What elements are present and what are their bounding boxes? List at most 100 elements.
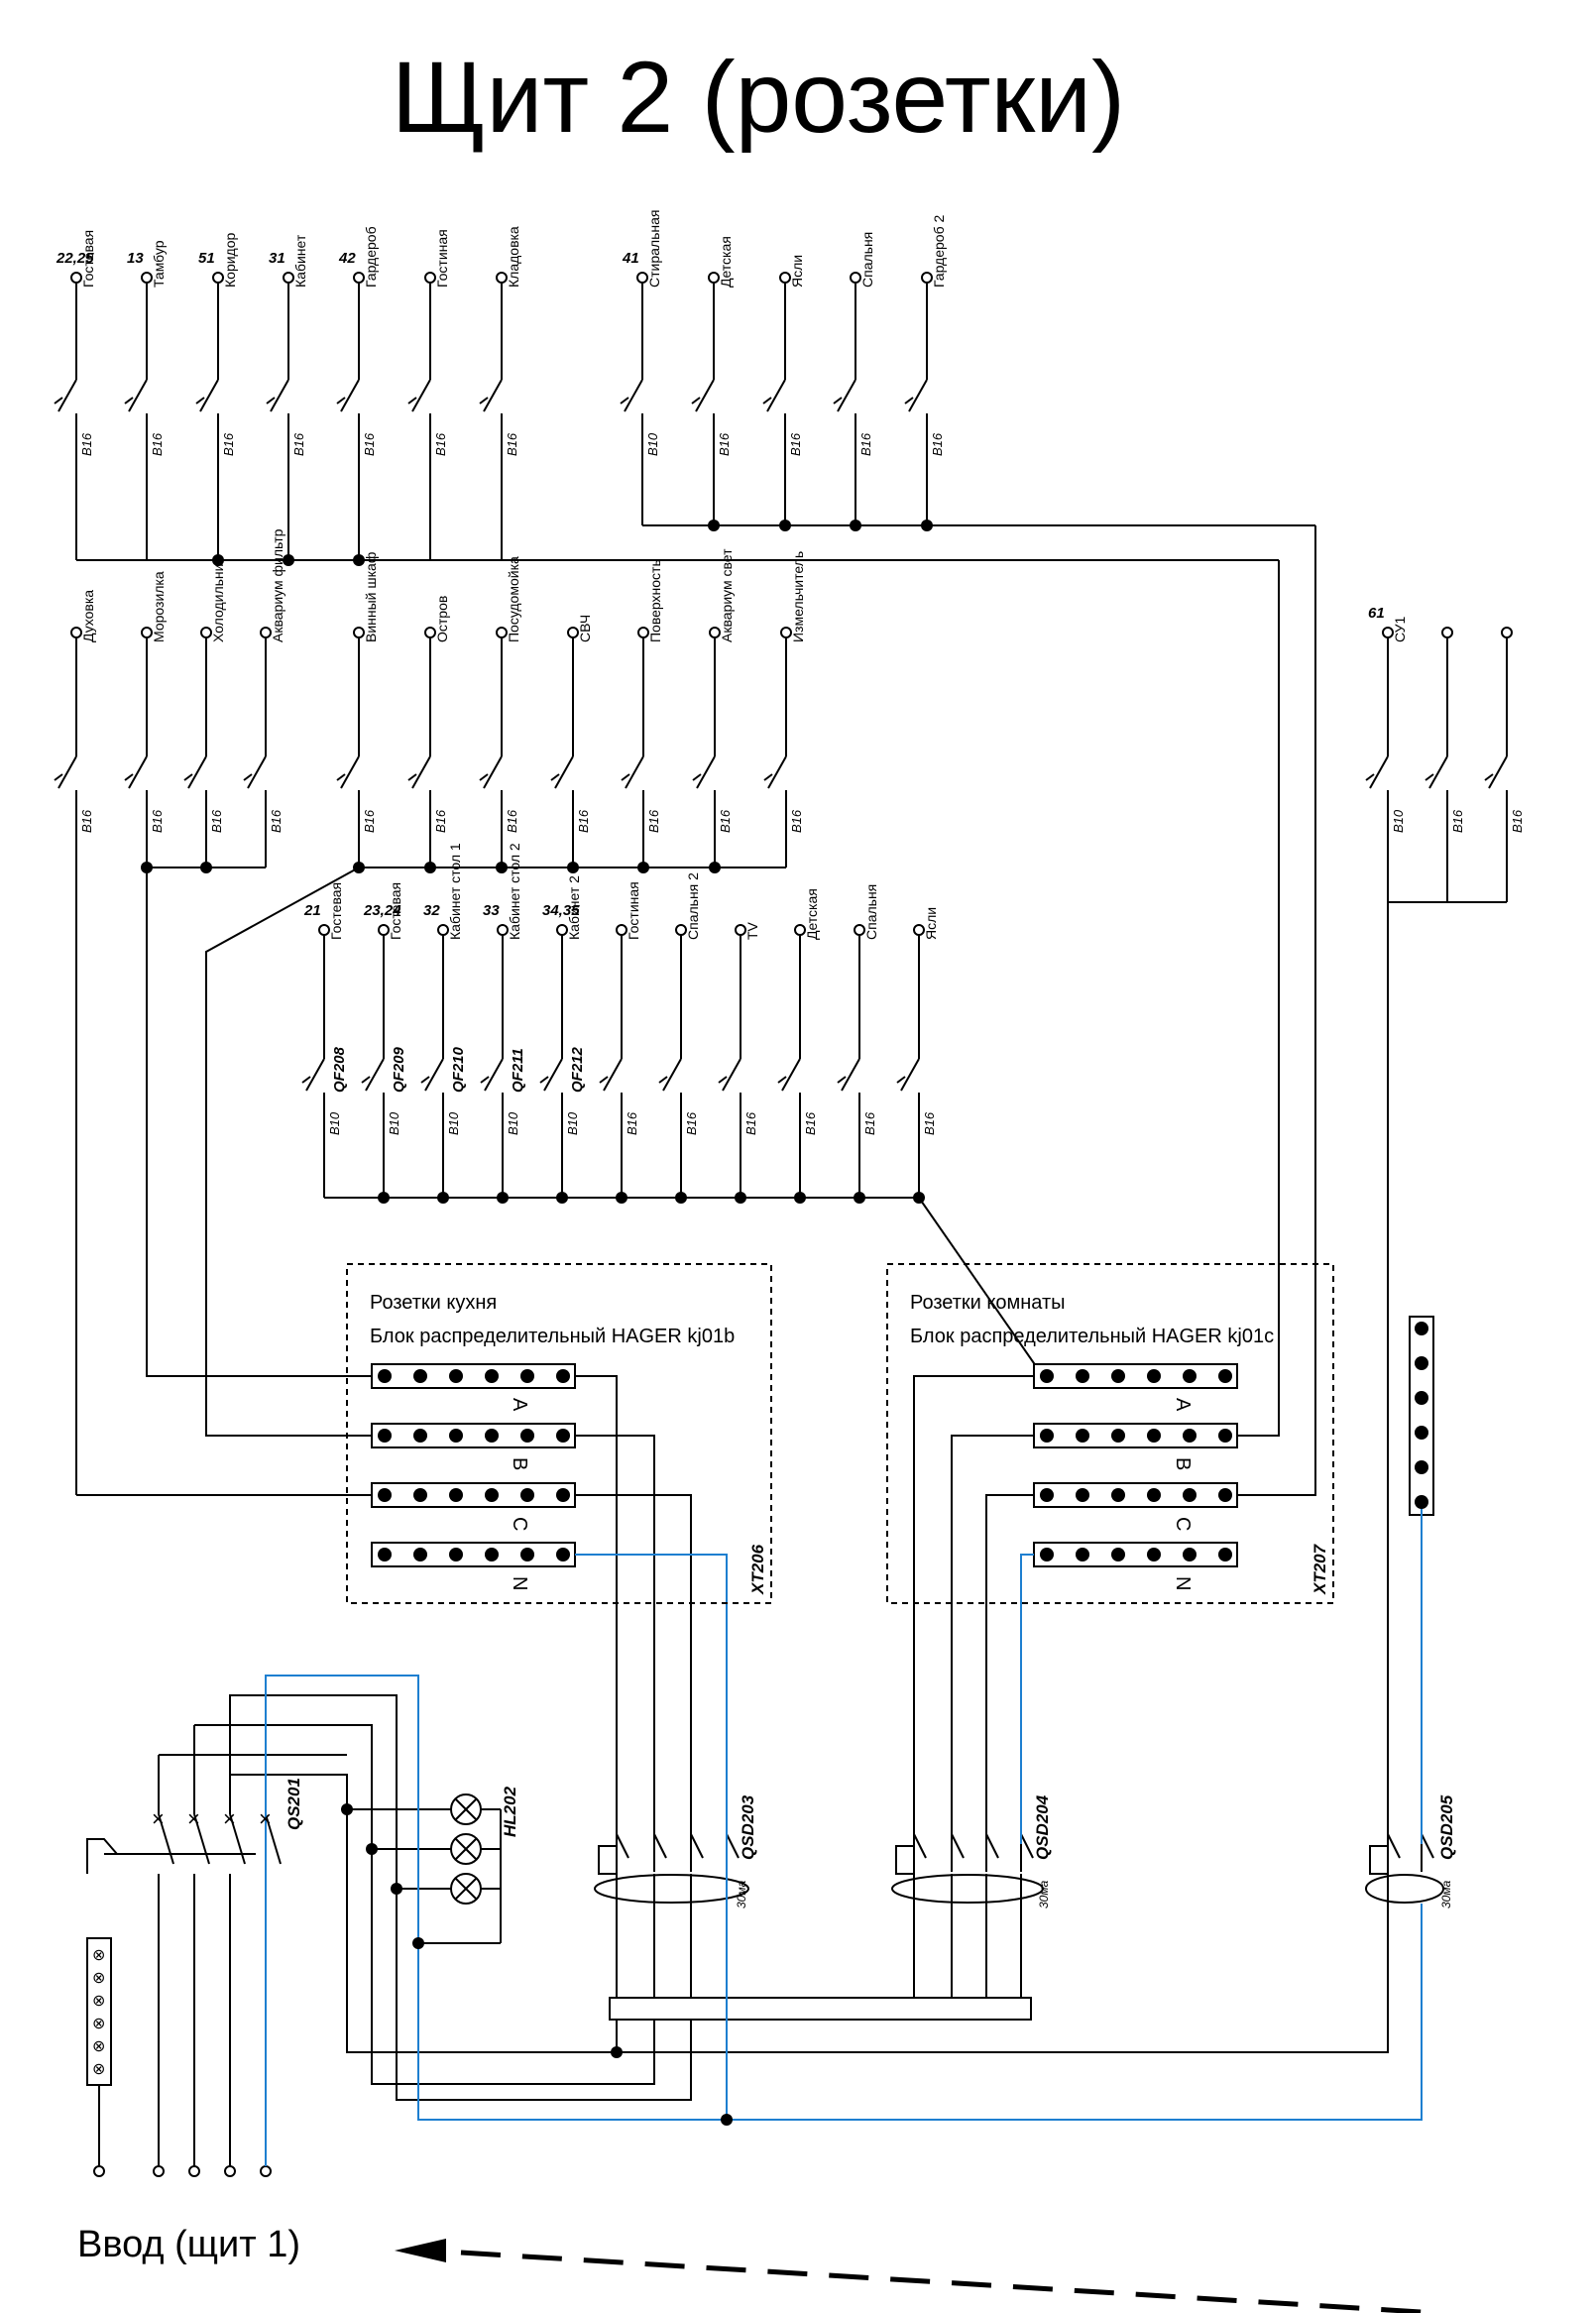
left-terminal-mark: ⊗ [92, 2038, 105, 2055]
kitchen-screw [485, 1369, 499, 1383]
rcd2-current: 30ма [1037, 1880, 1051, 1908]
rooms-a-out [913, 1375, 1034, 1844]
junction-dot [366, 1843, 378, 1855]
breaker-contact [340, 755, 360, 789]
kitchen-screw [520, 1429, 534, 1443]
kitchen-screw [556, 1429, 570, 1443]
terminal-circle [188, 2165, 200, 2177]
rcd-ellipse [1365, 1874, 1444, 1904]
wire-a-kitchen [146, 867, 372, 1377]
input-label: Ввод (щит 1) [77, 2224, 301, 2265]
breaker-rating: B16 [803, 1111, 818, 1135]
rcd-test [1369, 1845, 1389, 1875]
main-contact [265, 1813, 282, 1865]
junction-dot [424, 862, 436, 873]
neutral-return [265, 1675, 1423, 2121]
circuit-label: Винный шкаф [363, 552, 379, 642]
main-switch-label: QS201 [285, 1778, 303, 1830]
kitchen-c-out [575, 1494, 692, 1844]
breaker-tag: QF211 [510, 1048, 526, 1093]
kitchen-screw [520, 1369, 534, 1383]
breaker-rating: B16 [505, 432, 519, 456]
breaker-rating: B10 [565, 1111, 580, 1135]
rcd-contact [1387, 1833, 1401, 1859]
main-x: × [259, 1806, 272, 1831]
pe-screw [1415, 1426, 1428, 1440]
rooms-screw [1183, 1548, 1197, 1561]
pe-screw [1415, 1495, 1428, 1509]
breaker-rating: B16 [362, 809, 377, 833]
rooms-screw [1076, 1548, 1089, 1561]
circuit-label: Кладовка [506, 226, 521, 288]
phase-letter: N [1172, 1576, 1194, 1590]
kitchen-n-out [575, 1554, 728, 2120]
breaker-rating: B16 [79, 809, 94, 833]
breaker-mark [420, 1076, 430, 1084]
rcd1-label: QSD203 [739, 1794, 757, 1860]
breaker-rating: B16 [743, 1111, 758, 1135]
terminal-circle [153, 2165, 165, 2177]
block-rooms-title: Розетки комнаты [910, 1292, 1066, 1314]
breaker-mark [336, 773, 346, 781]
phase-letter: A [509, 1398, 530, 1412]
phase-letter: N [509, 1576, 530, 1590]
breaker-contact [695, 379, 715, 412]
rooms-screw [1040, 1488, 1054, 1502]
breaker-contact [270, 379, 289, 412]
rooms-screw [1183, 1369, 1197, 1383]
pe-screw [1415, 1460, 1428, 1474]
rcd1-current: 30ма [735, 1880, 748, 1908]
kitchen-screw [485, 1429, 499, 1443]
left-terminal-mark: ⊗ [92, 2016, 105, 2032]
pe-screw [1415, 1322, 1428, 1335]
breaker-rating: B16 [269, 809, 284, 833]
breaker-rating: B16 [362, 432, 377, 456]
breaker-rating: B10 [645, 432, 660, 456]
breaker-contact [908, 379, 928, 412]
breaker-rating: B16 [930, 432, 945, 456]
circuit-number: 32 [423, 902, 440, 919]
breaker-mark [658, 1076, 668, 1084]
junction-dot [378, 1192, 390, 1204]
circuit-label: Гостевая [80, 230, 96, 288]
rooms-screw [1076, 1429, 1089, 1443]
kitchen-screw [413, 1429, 427, 1443]
junction-dot [721, 2114, 733, 2126]
junction-dot [437, 1192, 449, 1204]
breaker-rating: B16 [625, 1111, 639, 1135]
rooms-screw [1218, 1488, 1232, 1502]
block-kitchen-frame [346, 1263, 772, 1604]
junction-dot [497, 1192, 509, 1204]
phase-letter: C [509, 1517, 530, 1531]
circuit-label: Гостевая [328, 882, 344, 940]
junction-dot [283, 554, 294, 566]
block-kitchen-title: Розетки кухня [370, 1292, 497, 1314]
breaker-mark [621, 773, 630, 781]
kitchen-screw [520, 1548, 534, 1561]
rcd-contact [1020, 1833, 1034, 1859]
junction-dot [779, 520, 791, 531]
feed-group5 [617, 1874, 1389, 2053]
main-contact [229, 1813, 246, 1865]
rooms-terminal-strip [1033, 1542, 1238, 1567]
breaker-mark [1365, 773, 1375, 781]
breaker-rating: B10 [446, 1111, 461, 1135]
kitchen-screw [485, 1548, 499, 1561]
circuit-label: Гардероб 2 [931, 215, 947, 288]
circuit-label: Кабинет стол 2 [507, 843, 522, 940]
main-x: × [152, 1806, 165, 1831]
left-terminal-mark: ⊗ [92, 1970, 105, 1987]
breaker-mark [896, 1076, 906, 1084]
breaker-contact [128, 379, 148, 412]
circuit-label: Кабинет стол 1 [447, 843, 463, 940]
breaker-rating: B16 [858, 432, 873, 456]
kitchen-screw [520, 1488, 534, 1502]
breaker-tag: QF208 [331, 1046, 348, 1093]
breaker-mark [124, 397, 134, 405]
junction-dot [556, 1192, 568, 1204]
breaker-contact [624, 379, 643, 412]
breaker-contact [187, 755, 207, 789]
junction-dot [921, 520, 933, 531]
rcd-contact [985, 1833, 999, 1859]
junction-dot [913, 1192, 925, 1204]
